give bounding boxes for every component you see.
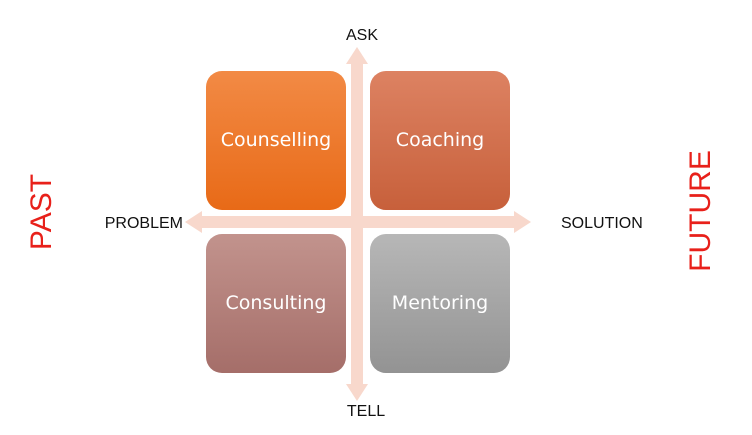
solution-arrow-head-icon [514,211,531,233]
quadrant-counselling: Counselling [206,71,346,210]
quadrant-consulting: Consulting [206,234,346,373]
axis-label-problem: PROBLEM [105,215,183,232]
axis-label-ask: ASK [346,27,378,44]
axis-label-tell: TELL [347,403,385,420]
coaching-box [370,71,510,210]
horizontal-axis-shaft [200,216,516,228]
mentoring-label: Mentoring [392,292,488,314]
side-label-future: FUTURE [684,150,717,272]
problem-arrow-head-icon [185,211,202,233]
mentoring-box [370,234,510,373]
tell-arrow-head-icon [346,384,368,401]
consulting-label: Consulting [226,292,327,314]
counselling-box [206,71,346,210]
quadrant-mentoring: Mentoring [370,234,510,373]
coaching-label: Coaching [396,129,484,151]
ask-arrow-head-icon [346,47,368,64]
axis-label-solution: SOLUTION [561,215,643,232]
consulting-box [206,234,346,373]
counselling-label: Counselling [221,129,332,151]
axis-arrows [185,47,531,401]
side-label-past: PAST [25,174,58,250]
quadrant-coaching: Coaching [370,71,510,210]
